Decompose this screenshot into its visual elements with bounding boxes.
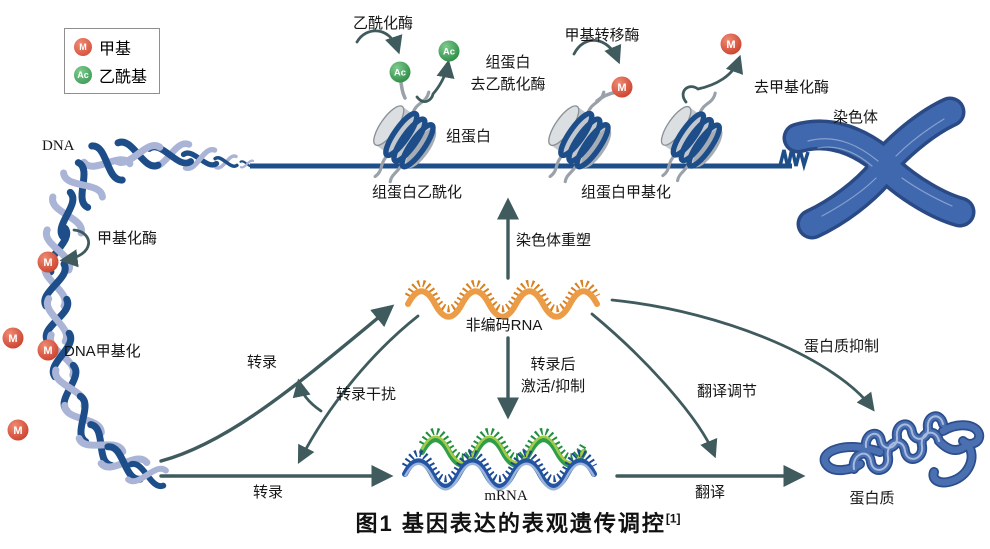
histone-deacetylase-line2: 去乙酰化酶	[470, 75, 546, 93]
acetylase-label: 乙酰化酶	[352, 15, 414, 32]
chromatin-coil	[778, 143, 810, 172]
mrna-graphic	[401, 427, 598, 491]
svg-text:M: M	[43, 345, 52, 357]
protein-inhibition-arrow	[610, 298, 875, 412]
chromatin-remodeling-label: 染色体重塑	[516, 232, 592, 249]
process-arrows	[59, 29, 875, 488]
svg-text:M: M	[43, 257, 52, 269]
dna-label: DNA	[42, 138, 75, 154]
demethylase-label: 去甲基化酶	[754, 79, 830, 96]
methyl-icon: M	[74, 38, 92, 56]
mrna-label: mRNA	[484, 488, 528, 504]
transcription-upper-arrow	[159, 304, 395, 463]
svg-text:M: M	[617, 82, 626, 94]
protein-label: 蛋白质	[849, 490, 895, 507]
noncoding-rna-label: 非编码RNA	[465, 317, 543, 334]
legend-item-acetyl: Ac 乙酰基	[74, 63, 147, 87]
protein-graphic	[819, 411, 985, 488]
deacetylase-arrow	[415, 59, 455, 103]
histone-label: 组蛋白	[446, 128, 492, 145]
methyltransferase-arrow	[572, 38, 622, 65]
legend-label: 乙酰基	[99, 69, 148, 86]
transcription-interference-arrow	[297, 314, 420, 465]
methyl-marker: M	[7, 419, 29, 441]
methyl-marker: M	[37, 251, 59, 273]
post-transcription-label: 转录后 激活/抑制	[521, 354, 585, 398]
svg-text:Ac: Ac	[394, 68, 406, 79]
acetyl-marker: Ac	[438, 40, 460, 62]
acetylase-arrow	[355, 29, 403, 55]
histone-acetylation-label: 组蛋白乙酰化	[371, 184, 463, 201]
svg-text:M: M	[13, 425, 22, 437]
methyl-marker: M	[720, 33, 742, 55]
nucleosome-3	[642, 81, 743, 192]
methyltransferase-label: 甲基转移酶	[564, 27, 640, 44]
svg-text:M: M	[726, 39, 735, 51]
demethylase-arrow	[681, 54, 744, 104]
transcription-lower-label: 转录	[252, 484, 284, 501]
translation-regulation-label: 翻译调节	[697, 383, 758, 400]
nucleosome-2	[529, 80, 632, 194]
acetyl-icon: Ac	[74, 66, 92, 84]
noncoding-rna-graphic	[404, 279, 601, 320]
histone-deacetylase-line1: 组蛋白	[485, 54, 531, 71]
legend-label: 甲基	[99, 41, 132, 58]
nucleosome-1	[354, 79, 457, 194]
methylase-arrow	[59, 228, 90, 268]
legend-item-methyl: M 甲基	[74, 35, 147, 59]
histone-deacetylase-label: 组蛋白 去乙酰化酶	[470, 52, 545, 96]
chromosome-label: 染色体	[833, 109, 879, 126]
post-transcription-line2: 激活/抑制	[520, 377, 586, 395]
translation-regulation-arrow	[590, 312, 718, 459]
methyl-marker: M	[37, 339, 59, 361]
dna-methylation-label: DNA甲基化	[64, 343, 141, 360]
post-transcription-line1: 转录后	[530, 356, 576, 373]
transcription-interference-label: 转录干扰	[336, 386, 397, 403]
caption-text: 图1 基因表达的表观遗传调控	[355, 511, 666, 536]
caption-superscript: [1]	[665, 511, 681, 526]
transcription-upper-label: 转录	[247, 354, 278, 371]
methyl-marker: M	[2, 327, 24, 349]
methyl-marker: M	[611, 76, 633, 98]
svg-text:M: M	[8, 333, 17, 345]
histone-methylation-label: 组蛋白甲基化	[580, 184, 672, 201]
figure-caption: 图1 基因表达的表观遗传调控[1]	[355, 506, 680, 538]
methylase-label: 甲基化酶	[97, 230, 158, 247]
chromosome-graphic	[778, 96, 976, 240]
transcription-interference-hook	[292, 378, 323, 413]
svg-text:Ac: Ac	[443, 47, 455, 58]
protein-inhibition-label: 蛋白质抑制	[804, 338, 880, 355]
legend: M 甲基 Ac 乙酰基	[64, 28, 161, 94]
translation-label: 翻译	[694, 484, 726, 501]
acetyl-marker: Ac	[389, 61, 411, 83]
